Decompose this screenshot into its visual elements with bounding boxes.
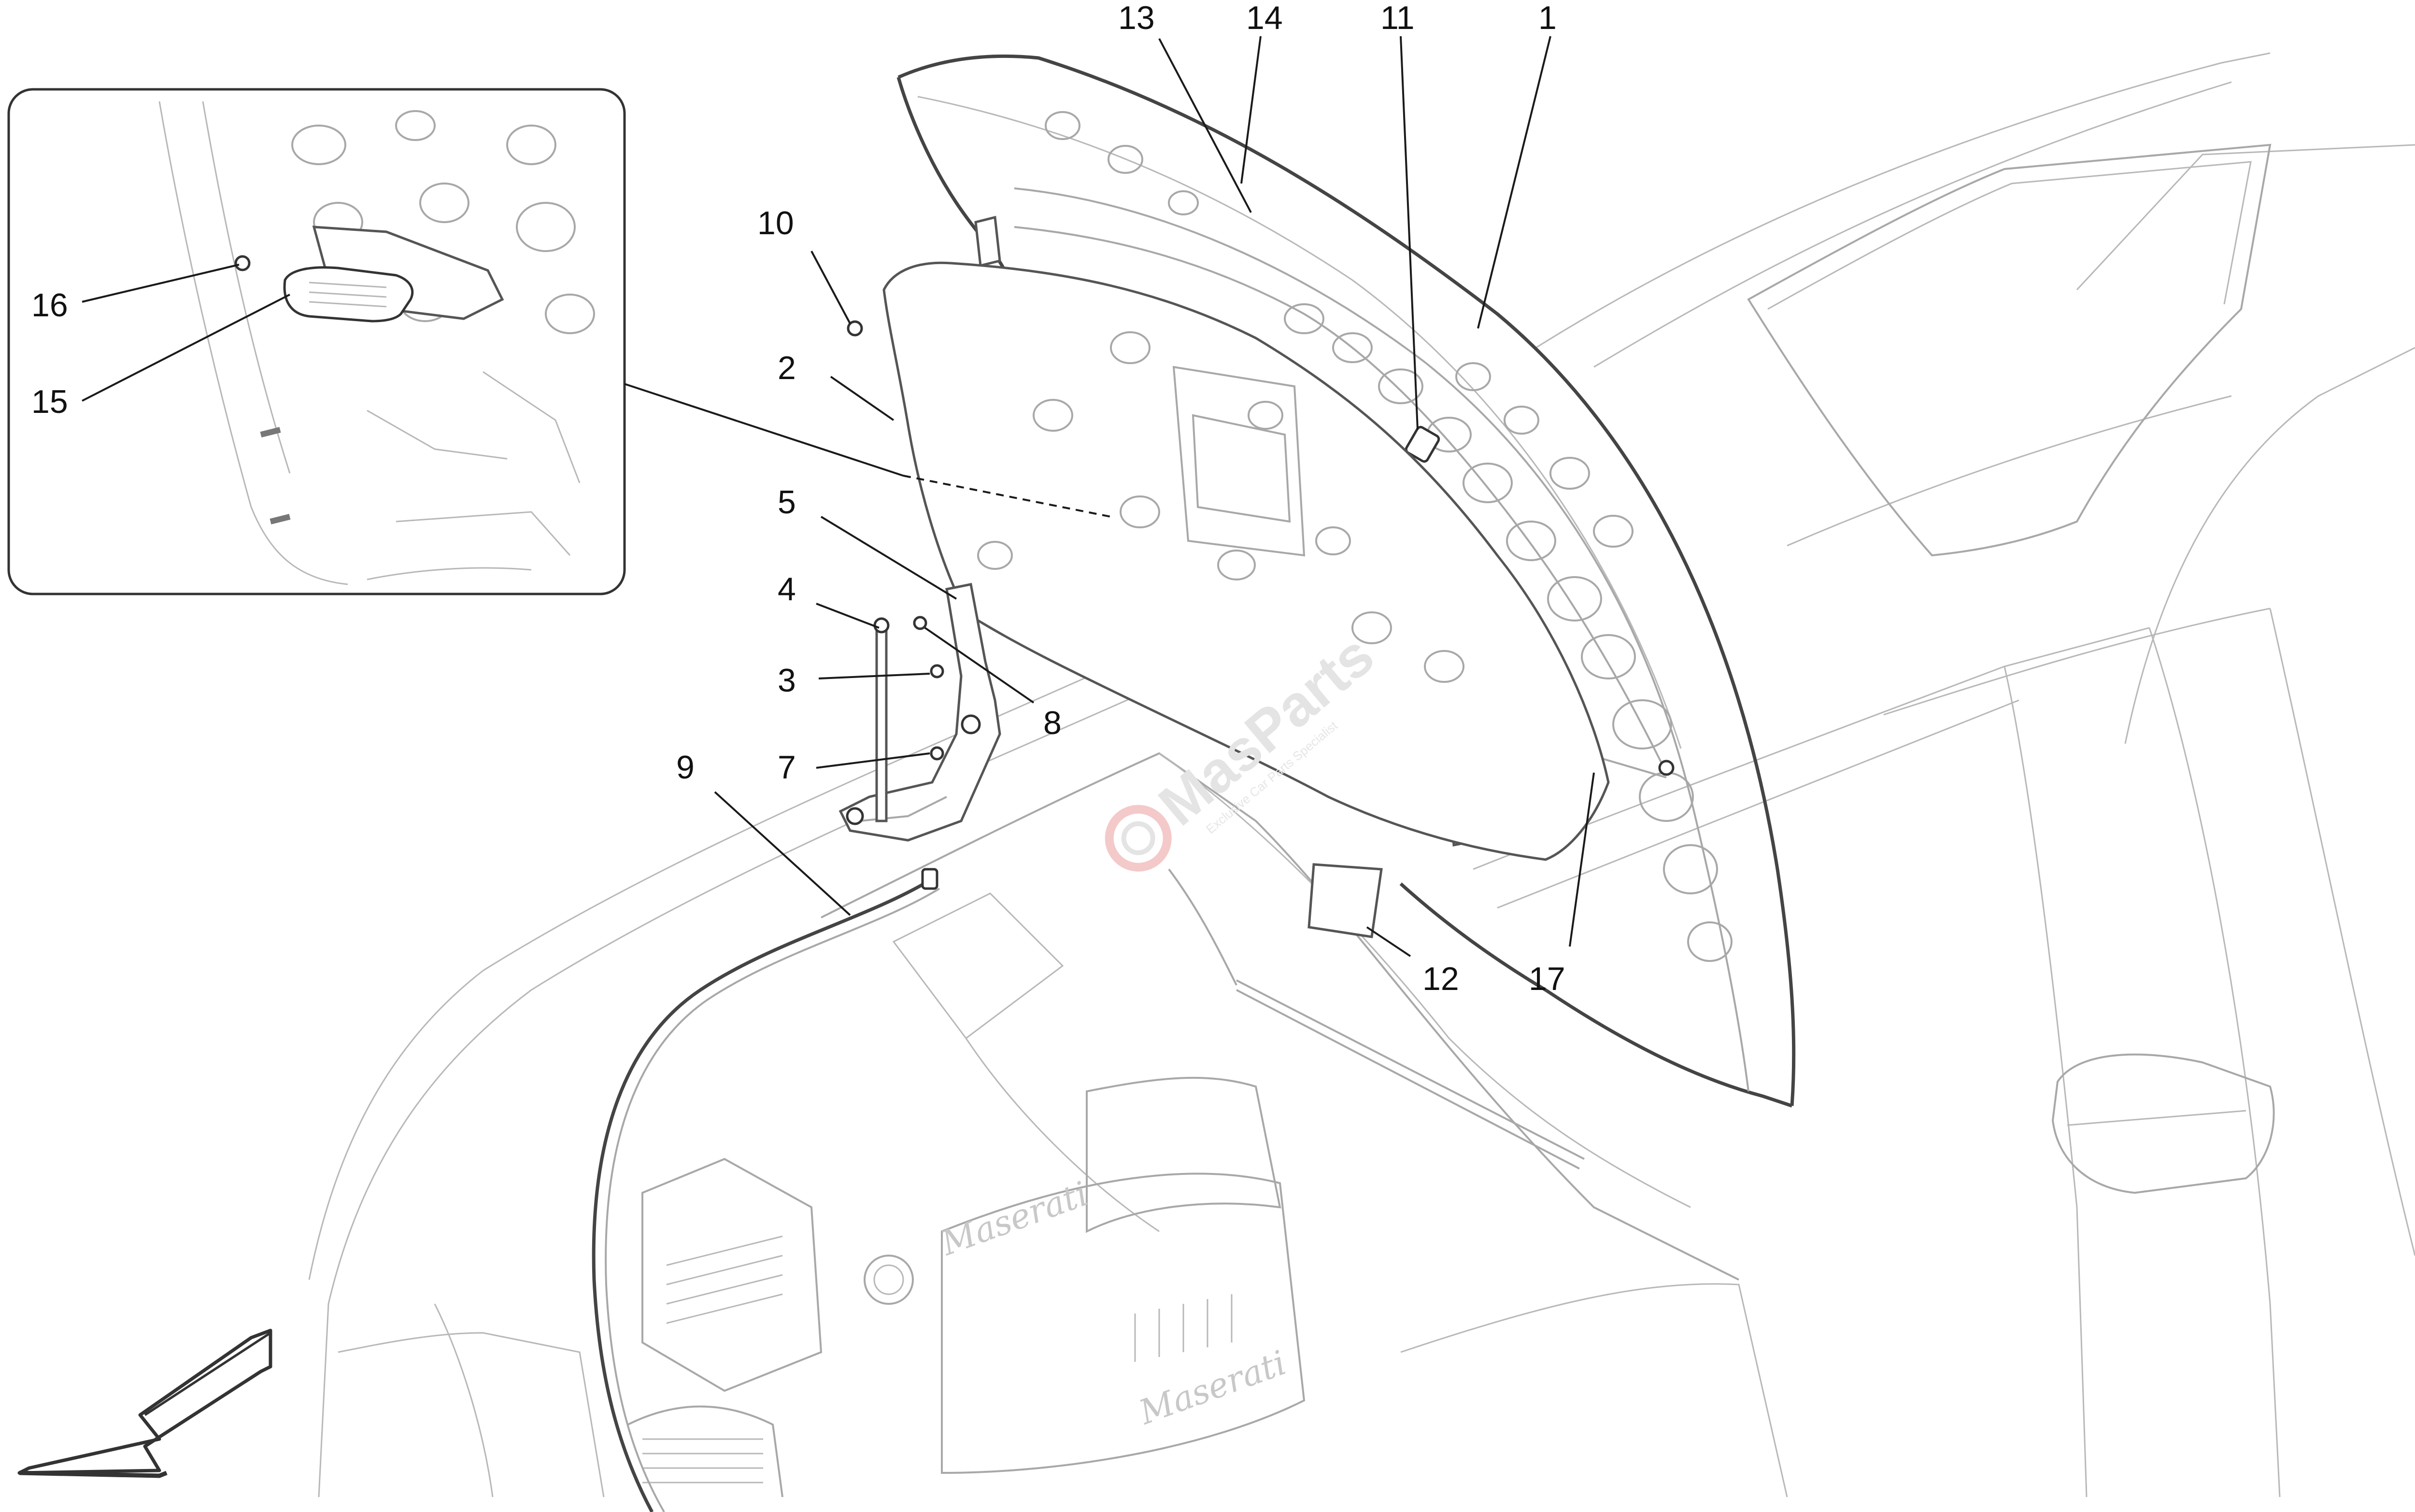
hood-release-cable bbox=[592, 868, 940, 1512]
callout-16: 16 bbox=[31, 287, 68, 324]
callout-10: 10 bbox=[757, 205, 794, 241]
leader-lines bbox=[82, 36, 1595, 957]
hinge-assembly bbox=[838, 583, 1001, 842]
callout-13: 13 bbox=[1118, 0, 1155, 36]
callout-1: 1 bbox=[1538, 0, 1557, 36]
detail-inset bbox=[7, 88, 626, 595]
callout-labels: 1 2 3 4 5 7 8 9 10 11 12 13 14 15 16 17 bbox=[31, 0, 1565, 997]
callout-17: 17 bbox=[1529, 961, 1565, 997]
callout-7: 7 bbox=[778, 749, 796, 786]
callout-4: 4 bbox=[778, 571, 796, 608]
inset-connector-dashed bbox=[903, 475, 1111, 518]
car-body-outline bbox=[308, 52, 2415, 1498]
hood-hole-pattern bbox=[1045, 111, 1733, 962]
callout-3: 3 bbox=[778, 662, 796, 699]
callout-14: 14 bbox=[1246, 0, 1283, 36]
callout-2: 2 bbox=[778, 350, 796, 386]
callout-9: 9 bbox=[676, 749, 695, 786]
callout-8: 8 bbox=[1043, 705, 1062, 741]
hood-insulation-panel bbox=[847, 261, 1610, 938]
callout-12: 12 bbox=[1422, 961, 1459, 997]
engine-cover-script-2: Maserati bbox=[1133, 1343, 1291, 1433]
callout-11: 11 bbox=[1380, 0, 1415, 36]
front-direction-arrow-icon bbox=[17, 1328, 272, 1478]
callout-5: 5 bbox=[778, 484, 796, 521]
engine-cover-script-1: Maserati bbox=[935, 1174, 1093, 1264]
inset-connector-line bbox=[624, 383, 904, 477]
callout-15: 15 bbox=[31, 383, 68, 420]
